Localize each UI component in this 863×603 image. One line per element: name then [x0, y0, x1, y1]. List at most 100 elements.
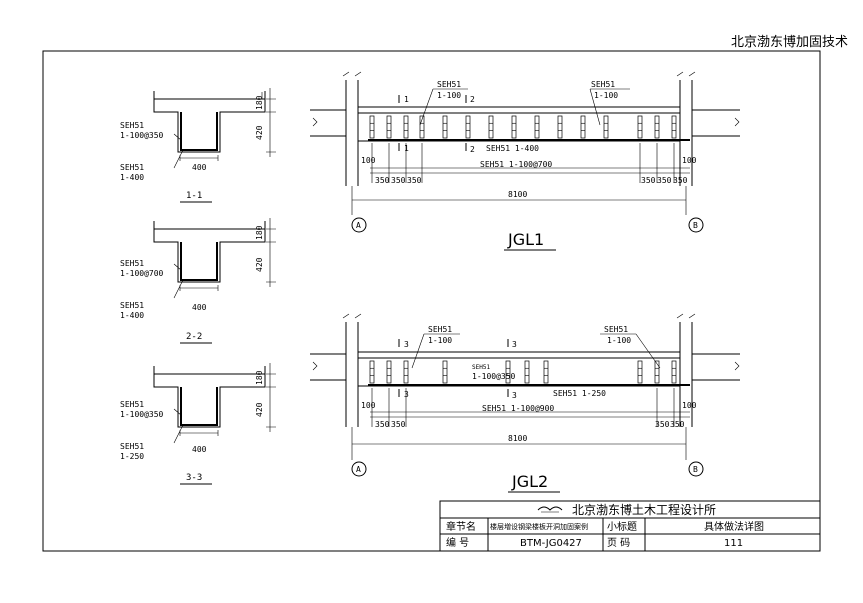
- jgl1-axis-a: A: [356, 221, 361, 230]
- anchor-bolt: [403, 115, 409, 139]
- jgl1-edge-left: 100: [361, 156, 376, 165]
- jgl1-title: JGL1: [507, 230, 544, 249]
- jgl1-callout-left-2: 1-100: [437, 91, 461, 100]
- title-block: 北京渤东博土木工程设计所 章节名 楼层増设钢梁楼板开洞加固案例 小标题 具体做法…: [439, 500, 821, 552]
- s2-anchor-lower-1: SEH51: [120, 301, 144, 310]
- code-key: 编 号: [446, 536, 469, 549]
- anchor-bolt: [543, 360, 549, 384]
- jgl2-bottom-label: SEH51 1-250: [553, 389, 606, 398]
- s1-width: 400: [192, 163, 207, 172]
- anchor-bolt: [637, 360, 643, 384]
- s3-label: 3-3: [186, 473, 202, 483]
- s3-width: 400: [192, 445, 207, 454]
- jgl1-sp-r1: 350: [641, 176, 656, 185]
- jgl1-sp-r3: 350: [673, 176, 688, 185]
- s3-anchor-upper-1: SEH51: [120, 400, 144, 409]
- anchor-bolt: [386, 360, 392, 384]
- jgl2-callout-left-2: 1-100: [428, 336, 452, 345]
- jgl2-sp-r2: 350: [670, 420, 685, 429]
- anchor-bolt: [369, 360, 375, 384]
- anchor-bolt: [442, 360, 448, 384]
- jgl1-sp-r2: 350: [657, 176, 672, 185]
- beam-jgl1: 1 2 1 2 SEH51 1-100 SEH51 1-100 SEH51 1-…: [310, 71, 740, 251]
- jgl1-span: 8100: [508, 190, 527, 199]
- jgl1-callout-right-1: SEH51: [591, 80, 615, 89]
- jgl1-edge-right: 100: [682, 156, 697, 165]
- jgl1-middle-label: SEH51 1-100@700: [480, 160, 552, 169]
- code-value: BTM-JG0427: [520, 538, 582, 549]
- jgl2-axis-a: A: [356, 465, 361, 474]
- jgl1-callout-left-1: SEH51: [437, 80, 461, 89]
- s2-anchor-upper-1: SEH51: [120, 259, 144, 268]
- jgl1-bottom-label: SEH51 1-400: [486, 144, 539, 153]
- anchor-bolt: [488, 115, 494, 139]
- jgl2-sp-r1: 350: [655, 420, 670, 429]
- anchor-bolt: [534, 115, 540, 139]
- jgl2-axis-b: B: [693, 465, 698, 474]
- s3-anchor-lower-1: SEH51: [120, 442, 144, 451]
- s2-dim-top: 180: [255, 225, 264, 240]
- jgl2-cut-1: 3: [404, 340, 409, 349]
- anchor-bolt: [524, 360, 530, 384]
- anchor-bolt: [403, 360, 409, 384]
- chapter-value: 楼层増设钢梁楼板开洞加固案例: [490, 522, 588, 531]
- anchor-bolt: [637, 115, 643, 139]
- section-2-2: SEH51 1-100@700 SEH51 1-400 400 180 420 …: [120, 218, 276, 344]
- sheet-border: [42, 50, 821, 552]
- jgl1-axis-b: B: [693, 221, 698, 230]
- anchor-bolt: [419, 115, 425, 139]
- s1-anchor-upper-2: 1-100@350: [120, 131, 164, 140]
- anchor-bolt: [603, 115, 609, 139]
- jgl2-inner-label-2: 1-100@350: [472, 372, 516, 381]
- s3-dim-top: 180: [255, 370, 264, 385]
- anchor-bolt: [465, 115, 471, 139]
- page-value: 111: [724, 538, 743, 549]
- subtitle-key: 小标题: [607, 521, 637, 533]
- jgl1-sp-l3: 350: [407, 176, 422, 185]
- subtitle-value: 具体做法详图: [704, 520, 764, 533]
- jgl2-inner-label-1: SEH51: [472, 364, 490, 371]
- jgl1-cut-1: 1: [404, 95, 409, 104]
- s2-dim-side: 420: [255, 257, 264, 272]
- jgl2-cut-2: 3: [512, 340, 517, 349]
- chapter-key: 章节名: [446, 520, 476, 533]
- s1-anchor-lower-2: 1-400: [120, 173, 144, 182]
- s2-anchor-upper-2: 1-100@700: [120, 269, 164, 278]
- anchor-bolt: [511, 115, 517, 139]
- anchor-bolt: [557, 115, 563, 139]
- anchor-bolt: [442, 115, 448, 139]
- s2-anchor-lower-2: 1-400: [120, 311, 144, 320]
- jgl2-callout-right-1: SEH51: [604, 325, 628, 334]
- jgl1-cut-4: 2: [470, 145, 475, 154]
- jgl1-cut-2: 2: [470, 95, 475, 104]
- jgl2-callout-left-1: SEH51: [428, 325, 452, 334]
- s1-label: 1-1: [186, 191, 202, 201]
- jgl2-cut-3: 3: [404, 390, 409, 399]
- institute-name: 北京渤东博土木工程设计所: [572, 502, 716, 517]
- anchor-bolt: [671, 360, 677, 384]
- jgl2-edge-right: 100: [682, 401, 697, 410]
- s2-width: 400: [192, 303, 207, 312]
- s1-anchor-lower-1: SEH51: [120, 163, 144, 172]
- jgl1-anchor-bolts: [369, 115, 677, 139]
- s1-anchor-upper-1: SEH51: [120, 121, 144, 130]
- jgl1-cut-3: 1: [404, 144, 409, 153]
- jgl1-callout-right-2: 1-100: [594, 91, 618, 100]
- anchor-bolt: [369, 115, 375, 139]
- section-3-3: SEH51 1-100@350 SEH51 1-250 400 180 420 …: [120, 363, 276, 485]
- anchor-bolt: [654, 360, 660, 384]
- jgl2-sp-l1: 350: [375, 420, 390, 429]
- page-key: 页 码: [607, 537, 630, 549]
- anchor-bolt: [671, 115, 677, 139]
- company-header: 北京渤东博加固技术: [731, 34, 848, 50]
- jgl2-title: JGL2: [511, 472, 548, 491]
- institute-logo: [537, 506, 563, 513]
- jgl2-middle-label: SEH51 1-100@900: [482, 404, 554, 413]
- s3-anchor-lower-2: 1-250: [120, 452, 144, 461]
- jgl2-cut-4: 3: [512, 391, 517, 400]
- s2-label: 2-2: [186, 332, 202, 342]
- anchor-bolt: [654, 115, 660, 139]
- jgl2-anchor-bolts: [369, 360, 677, 384]
- s3-anchor-upper-2: 1-100@350: [120, 410, 164, 419]
